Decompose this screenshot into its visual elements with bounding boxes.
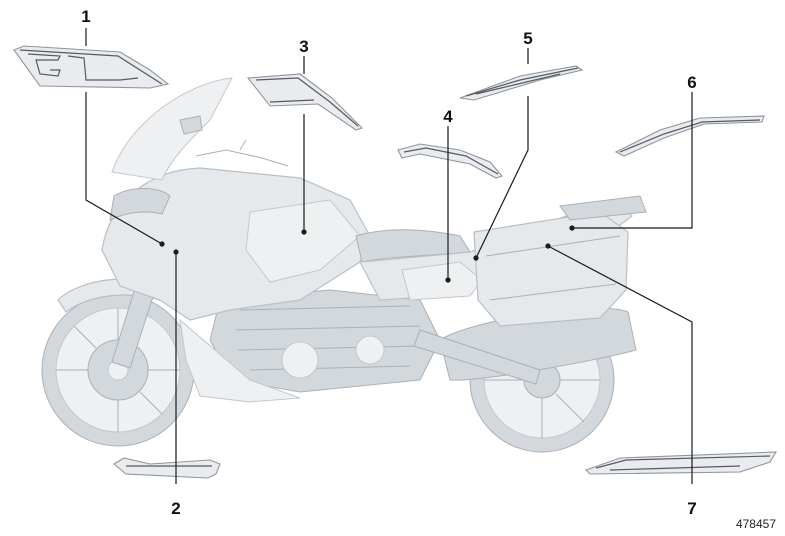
handlebar: [195, 139, 289, 167]
decal-1-part: [13, 45, 170, 89]
windscreen: [111, 77, 233, 181]
decal-7-part: [584, 451, 777, 475]
pannier: [473, 211, 629, 327]
leader-lines: [85, 28, 693, 484]
leader-dot-5: [473, 255, 479, 261]
decal-2-part: [113, 457, 221, 479]
callout-6: 6: [687, 73, 696, 92]
leader-dot-3: [301, 229, 307, 235]
decal-6-part: [614, 115, 765, 157]
callout-2: 2: [171, 499, 180, 518]
leader-line-6: [572, 92, 693, 229]
decal-5-part: [459, 65, 584, 101]
lower-fairing: [179, 318, 301, 403]
leader-line-7: [547, 245, 693, 484]
leader-dot-7: [545, 243, 551, 249]
leader-line-5: [475, 96, 529, 259]
callout-4: 4: [443, 107, 453, 126]
decal-4-part: [397, 143, 503, 179]
callout-numbers: 1 2 3 4 5 6 7: [81, 7, 696, 518]
front-wheel: [41, 293, 195, 447]
callout-1: 1: [81, 7, 90, 26]
motorcycle-illustration: [41, 77, 647, 453]
leader-line-1: [85, 92, 163, 245]
callout-3: 3: [299, 37, 308, 56]
leader-dot-1: [159, 241, 165, 247]
rear-rack: [559, 195, 647, 221]
callout-5: 5: [523, 29, 532, 48]
leader-dot-6: [569, 225, 575, 231]
diagram-id: 478457: [736, 517, 776, 531]
tank-side-panel: [245, 199, 361, 283]
mirror: [179, 115, 203, 135]
engine: [209, 289, 441, 393]
rear-side-panel: [401, 261, 483, 301]
leader-dot-2: [173, 249, 179, 255]
decal-3-part: [246, 73, 364, 131]
headlight: [109, 188, 171, 221]
leader-dot-4: [445, 277, 451, 283]
callout-7: 7: [687, 499, 696, 518]
swingarm: [413, 329, 541, 385]
